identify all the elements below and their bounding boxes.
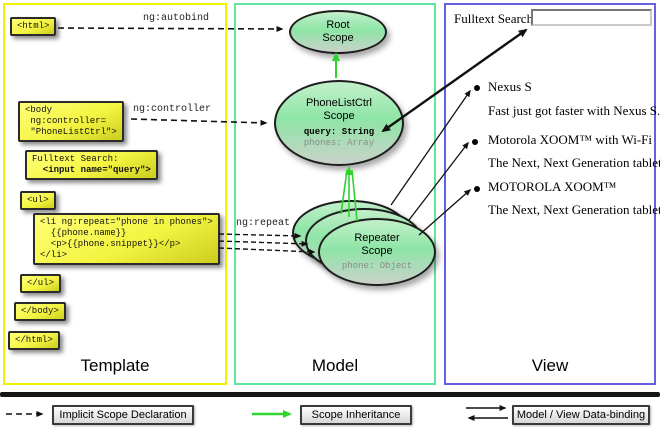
legend-separator — [0, 392, 660, 397]
view-item-title: MOTOROLA XOOM™ — [488, 179, 617, 194]
view-item-title: Motorola XOOM™ with Wi-Fi — [488, 132, 653, 147]
view-item-desc: Fast just got faster with Nexus S. — [488, 103, 660, 118]
code-html-open: <html> — [10, 17, 57, 36]
legend-scope-inheritance: Scope Inheritance — [300, 405, 412, 425]
repeater-scope-title: Repeater Scope — [354, 232, 400, 257]
code-ul-open: <ul> — [20, 191, 56, 210]
code-ul-close: </ul> — [20, 274, 62, 293]
code-fulltext-label: Fulltext Search: — [32, 154, 119, 164]
model-column-label: Model — [311, 356, 359, 375]
phonelistctrl-scope-ellipse: PhoneListCtrl Scope query: String phones… — [274, 80, 404, 166]
scope-prop-phones: phones: Array — [303, 138, 375, 148]
ng-repeat-label: ng:repeat — [236, 218, 291, 229]
root-scope-ellipse: Root Scope — [289, 10, 387, 54]
code-html-close: </html> — [8, 331, 60, 350]
root-scope-title: Root Scope — [322, 19, 354, 44]
view-column-label: View — [531, 356, 569, 375]
view-search-label: Fulltext Search: — [454, 11, 537, 26]
view-item-desc: The Next, Next Generation tablet. — [488, 155, 660, 170]
ng-autobind-label: ng:autobind — [143, 13, 210, 24]
code-li-repeat: <li ng:repeat="phone in phones"> {{phone… — [33, 213, 220, 265]
legend-implicit-scope: Implicit Scope Declaration — [52, 405, 194, 425]
view-item-title: Nexus S — [488, 79, 532, 94]
code-input-tag: <input name="query"> — [32, 165, 151, 175]
fulltext-search-input[interactable] — [531, 9, 652, 26]
view-item-desc: The Next, Next Generation tablet. — [488, 202, 660, 217]
bullet-icon — [474, 85, 480, 91]
ng-controller-label: ng:controller — [133, 104, 212, 115]
code-body-close: </body> — [14, 302, 66, 321]
model-panel — [234, 3, 436, 385]
bullet-icon — [472, 139, 478, 145]
legend-model-view-binding: Model / View Data-binding — [512, 405, 650, 425]
phonelistctrl-scope-title: PhoneListCtrl Scope — [305, 97, 373, 122]
template-column-label: Template — [80, 356, 150, 375]
scope-prop-query: query: String — [303, 127, 375, 137]
code-body-open: <body ng:controller= "PhoneListCtrl"> — [18, 101, 124, 142]
scope-prop-phone: phone: Object — [341, 261, 413, 271]
repeater-scope-ellipse: Repeater Scope phone: Object — [318, 218, 436, 286]
bullet-icon — [474, 186, 480, 192]
code-fulltext-search: Fulltext Search: <input name="query"> — [25, 150, 158, 180]
